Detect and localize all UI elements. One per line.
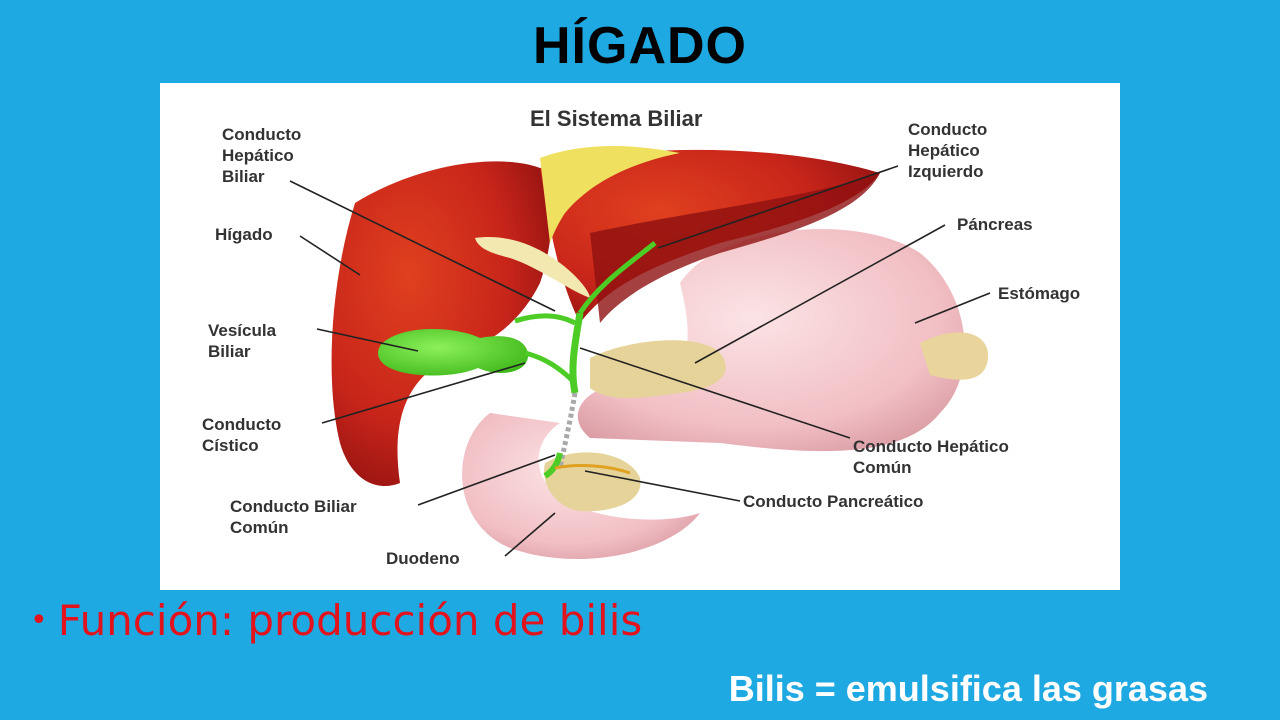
bullet-text: Función: producción de bilis	[57, 596, 643, 645]
pancreas-tail-shape	[920, 332, 989, 380]
label-duodeno: Duodeno	[386, 549, 460, 568]
label-vesicula-biliar: Vesícula Biliar	[208, 321, 281, 361]
label-conducto-pancreatico: Conducto Pancreático	[743, 492, 923, 511]
label-conducto-biliar-comun: Conducto Biliar Común	[230, 497, 361, 537]
pancreas-shape	[590, 340, 726, 398]
common-hepatic-duct	[569, 312, 584, 394]
slide-title: HÍGADO	[533, 17, 747, 75]
label-estomago: Estómago	[998, 284, 1080, 303]
duodenum-shape	[462, 413, 700, 560]
pancreatic-duct	[554, 464, 631, 475]
right-hepatic-duct	[514, 313, 577, 326]
liver-left-lobe-shadow	[590, 173, 880, 323]
bullet-dot-icon: •	[30, 603, 48, 638]
diagram-title: El Sistema Biliar	[530, 106, 703, 131]
common-bile-duct	[557, 392, 578, 469]
label-higado: Hígado	[215, 225, 273, 244]
cystic-duct	[524, 350, 577, 385]
bullet-item: • Función: producción de bilis	[30, 596, 642, 645]
label-pancreas: Páncreas	[957, 215, 1033, 234]
label-conducto-hepatico-biliar: Conducto Hepático Biliar	[222, 125, 306, 186]
bile-note: Bilis = emulsifica las grasas	[728, 668, 1208, 709]
stomach-shape	[577, 229, 965, 452]
label-conducto-hepatico-izquierdo: Conducto Hepático Izquierdo	[908, 120, 992, 181]
biliary-system-figure: El Sistema Biliar	[160, 83, 1120, 590]
falciform-ligament	[540, 146, 680, 243]
gallbladder-shape	[378, 328, 529, 376]
biliary-diagram-svg: El Sistema Biliar	[202, 106, 1080, 568]
round-ligament	[475, 237, 590, 298]
label-conducto-cistico: Conducto Cístico	[202, 415, 286, 455]
left-hepatic-duct	[577, 241, 657, 315]
common-bile-duct-end	[543, 452, 563, 479]
label-conducto-hepatico-comun: Conducto Hepático Común	[853, 437, 1014, 477]
leader-lines	[289, 165, 991, 557]
